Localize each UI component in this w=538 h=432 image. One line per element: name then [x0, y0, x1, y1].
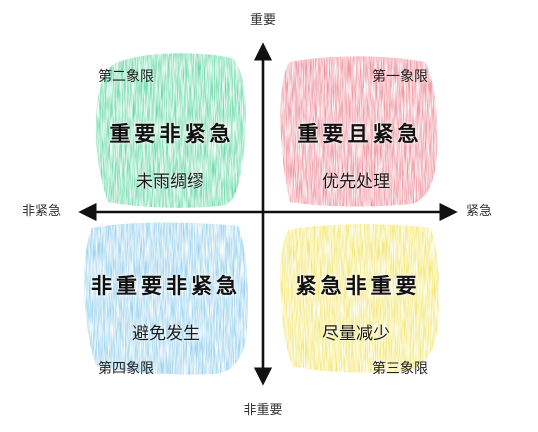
- axis-label-important: 重要: [249, 13, 277, 28]
- quadrant-3-title: 紧急非重要: [295, 274, 421, 298]
- axis-label-not-important: 非重要: [243, 403, 283, 418]
- quadrant-2-title: 重要非紧急: [109, 122, 235, 146]
- quadrant-2-label: 第二象限: [98, 69, 154, 85]
- axis-label-urgent: 紧急: [466, 204, 493, 219]
- quadrant-2-fill: [95, 53, 246, 208]
- quadrant-3-label: 第三象限: [372, 361, 428, 377]
- quadrant-4-fill: [84, 222, 248, 375]
- quadrant-4-title: 非重要非紧急: [91, 274, 241, 298]
- quadrant-1-fill: [280, 56, 438, 207]
- quadrant-1-label: 第一象限: [372, 69, 428, 85]
- quadrant-2-action: 未雨绸缪: [136, 172, 204, 192]
- quadrant-1-action: 优先处理: [322, 172, 390, 192]
- quadrant-3-action: 尽量减少: [322, 324, 390, 344]
- quadrant-1-title: 重要且紧急: [297, 122, 423, 146]
- quadrant-3-fill: [280, 224, 440, 373]
- quadrant-4-action: 避免发生: [132, 324, 200, 344]
- quadrant-4-label: 第四象限: [98, 361, 154, 377]
- axis-label-not-urgent: 非紧急: [22, 204, 62, 219]
